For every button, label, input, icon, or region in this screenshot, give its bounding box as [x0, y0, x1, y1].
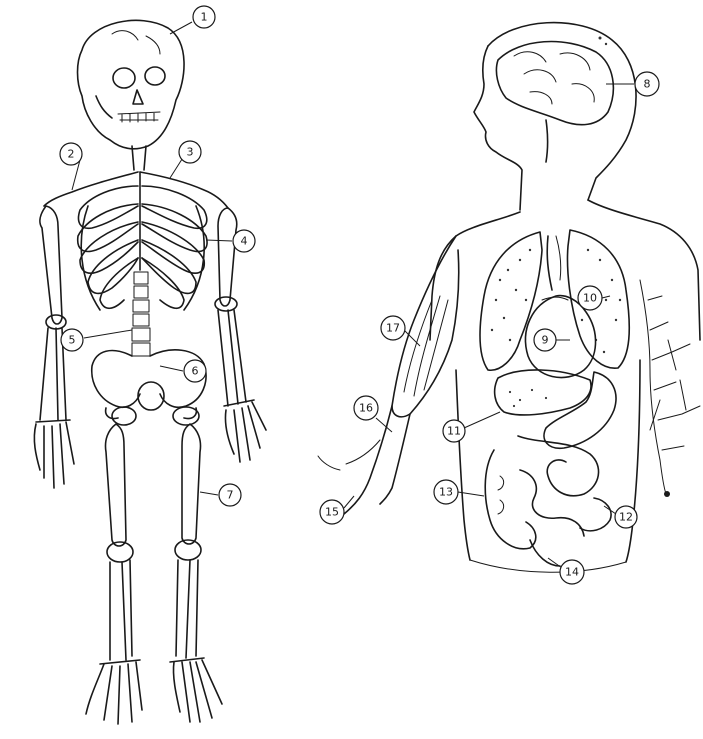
lumbar-spine [132, 272, 150, 356]
svg-text:11: 11 [447, 425, 461, 438]
skull [78, 20, 185, 149]
label-13-colon: 13 [434, 480, 458, 504]
label-1-skull: 1 [193, 6, 215, 28]
svg-text:7: 7 [227, 489, 234, 502]
svg-text:17: 17 [386, 322, 400, 335]
head-outline [474, 23, 636, 210]
label-17-muscle: 17 [381, 316, 405, 340]
svg-text:15: 15 [325, 506, 339, 519]
label-7-leg: 7 [219, 484, 241, 506]
label-3-shoulder: 3 [179, 141, 201, 163]
svg-text:3: 3 [187, 146, 194, 159]
label-16-forearm: 16 [354, 396, 378, 420]
label-11-liver: 11 [443, 420, 465, 442]
shoulder-girdle [44, 172, 228, 208]
svg-text:6: 6 [192, 365, 199, 378]
svg-text:14: 14 [565, 566, 579, 579]
leg-bones [86, 424, 222, 724]
svg-text:4: 4 [241, 235, 248, 248]
lungs [480, 230, 629, 370]
svg-text:12: 12 [619, 511, 633, 524]
svg-text:5: 5 [69, 334, 76, 347]
label-14-appendix: 14 [560, 560, 584, 584]
svg-text:13: 13 [439, 486, 453, 499]
label-4-ribs: 4 [233, 230, 255, 252]
skeleton-figure [34, 20, 266, 724]
rib-cage [78, 172, 207, 310]
label-2-clavicle: 2 [60, 143, 82, 165]
label-10-lung: 10 [578, 286, 602, 310]
intestines [485, 436, 611, 566]
body-outline [430, 200, 700, 572]
torso-figure [318, 23, 700, 573]
label-8-brain: 8 [635, 72, 659, 96]
stomach [544, 372, 616, 448]
svg-text:1: 1 [201, 11, 208, 24]
label-15-hand: 15 [320, 500, 344, 524]
label-9-heart: 9 [534, 329, 556, 351]
label-12-intestine: 12 [615, 506, 637, 528]
svg-text:2: 2 [68, 148, 75, 161]
svg-text:8: 8 [644, 78, 651, 91]
svg-text:9: 9 [542, 334, 549, 347]
pelvis [92, 350, 206, 425]
label-6-pelvis: 6 [184, 360, 206, 382]
label-5-spine: 5 [61, 329, 83, 351]
muscle-arm [318, 236, 459, 514]
svg-text:10: 10 [583, 292, 597, 305]
nerve-arm [640, 280, 700, 497]
svg-text:16: 16 [359, 402, 373, 415]
